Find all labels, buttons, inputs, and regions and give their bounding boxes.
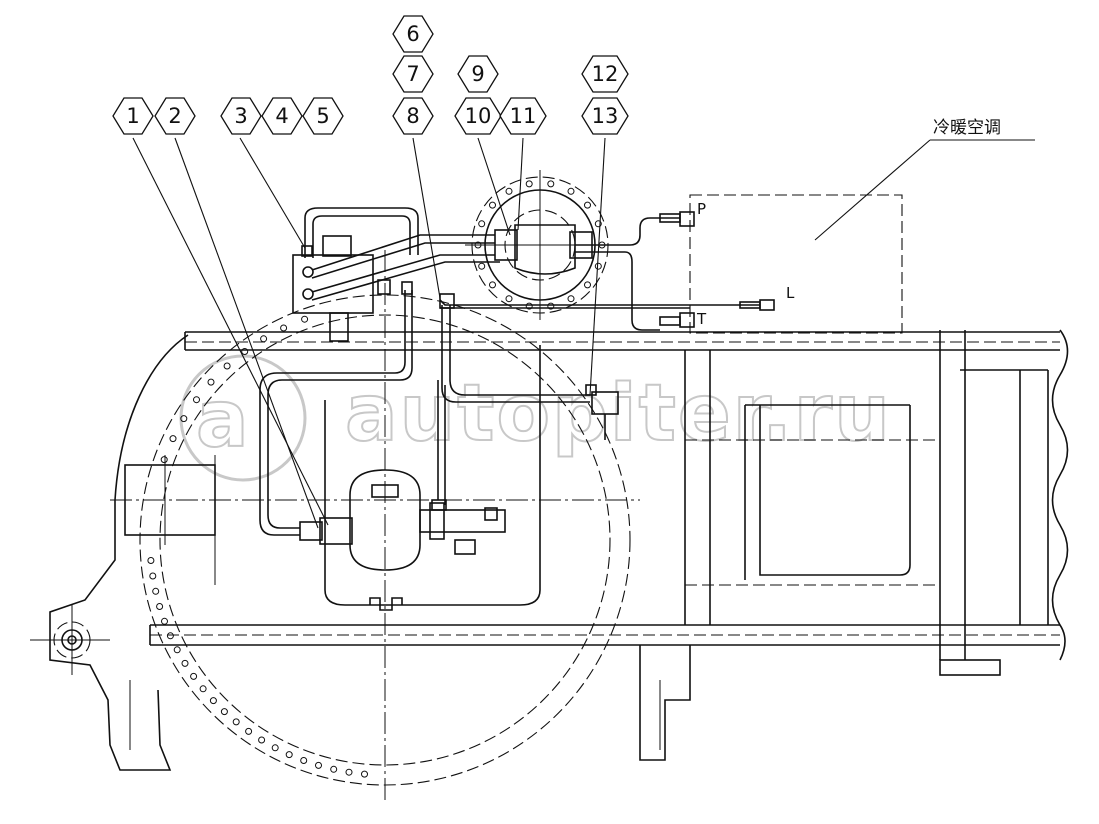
bolt-hole [330, 765, 338, 773]
bolt-hole [149, 572, 157, 580]
bolt-hole [156, 603, 164, 610]
watermark-logo-letter: a [196, 375, 251, 465]
bolt-hole [361, 770, 368, 778]
central-rotary-joint [299, 345, 541, 611]
bolt-hole [220, 708, 228, 716]
balloon-4: 4 [261, 97, 303, 135]
valve-block [292, 207, 419, 342]
bolt-hole [567, 295, 575, 303]
balloon-9: 9 [457, 55, 499, 93]
ac-port-l: L [786, 284, 795, 302]
balloon-2: 2 [154, 97, 196, 135]
bolt-hole [223, 362, 231, 370]
balloon-13: 13 [581, 97, 629, 135]
bolt-hole [547, 302, 555, 310]
bolt-hole [285, 751, 293, 759]
balloon-8: 8 [392, 97, 434, 135]
bolt-hole [245, 727, 253, 735]
balloon-10: 10 [454, 97, 502, 135]
bolt-hole [584, 281, 591, 289]
bolt-hole [271, 744, 279, 752]
bolt-hole [478, 220, 486, 228]
bolt-hole [345, 768, 353, 776]
bolt-hole [209, 697, 217, 705]
watermark: a autopiter.ru [179, 354, 891, 482]
hydraulic-lines [259, 211, 775, 536]
bolt-hole [258, 736, 266, 744]
bolt-hole [241, 348, 249, 355]
balloon-6: 6 [392, 15, 434, 53]
bolt-hole [181, 659, 189, 667]
svg-text:4: 4 [275, 104, 288, 128]
svg-text:8: 8 [406, 104, 419, 128]
bolt-hole [147, 557, 155, 564]
bolt-hole [315, 761, 322, 769]
bolt-hole [505, 295, 513, 303]
svg-text:12: 12 [592, 62, 619, 86]
bolt-hole [160, 456, 168, 464]
svg-text:9: 9 [471, 62, 484, 86]
bolt-hole [525, 180, 533, 188]
slewing-ring [110, 250, 640, 800]
bolt-hole [190, 672, 198, 680]
bolt-hole [207, 378, 215, 386]
chassis-frame [30, 329, 1069, 771]
bolt-hole [166, 632, 174, 640]
bolt-hole [505, 187, 513, 195]
bolt-hole [489, 201, 496, 209]
balloon-1: 1 [112, 97, 154, 135]
bolt-hole [152, 587, 160, 595]
svg-text:3: 3 [234, 104, 247, 128]
balloon-5: 5 [302, 97, 344, 135]
balloon-11: 11 [499, 97, 547, 135]
ac-port-p: P [697, 200, 706, 218]
bolt-hole [584, 201, 591, 209]
svg-text:10: 10 [465, 104, 492, 128]
bolt-hole [594, 262, 602, 270]
bolt-hole [301, 315, 309, 323]
leader-lines [132, 137, 606, 529]
svg-text:7: 7 [406, 62, 419, 86]
bolt-hole [180, 415, 188, 423]
bolt-hole [594, 220, 602, 228]
balloon-12: 12 [581, 55, 629, 93]
bolt-hole [161, 617, 168, 625]
bolt-hole [489, 281, 496, 289]
bolt-hole [525, 302, 533, 310]
ac-unit: P L T 冷暖空调 [689, 118, 1035, 334]
callout-balloons: 1 2 3 4 5 6 7 8 [112, 15, 629, 135]
bolt-hole [547, 180, 555, 188]
svg-text:1: 1 [126, 104, 139, 128]
bolt-hole [478, 262, 486, 270]
svg-text:13: 13 [592, 104, 619, 128]
swing-motor-assembly [465, 170, 610, 320]
bolt-hole [300, 757, 308, 764]
ac-port-t: T [696, 310, 707, 328]
bolt-hole [260, 335, 268, 343]
bolt-hole [173, 646, 181, 654]
bolt-hole [567, 187, 575, 195]
bolt-hole [199, 685, 207, 693]
bolt-hole [232, 718, 240, 726]
balloon-3: 3 [220, 97, 262, 135]
bolt-hole [193, 396, 200, 404]
svg-text:5: 5 [316, 104, 329, 128]
bolt-hole [474, 241, 482, 249]
svg-text:11: 11 [510, 104, 537, 128]
svg-text:6: 6 [406, 22, 419, 46]
bolt-hole [169, 435, 177, 443]
ac-unit-label: 冷暖空调 [933, 118, 1001, 138]
balloon-7: 7 [392, 55, 434, 93]
bolt-holes [147, 180, 606, 778]
svg-text:2: 2 [168, 104, 181, 128]
bolt-hole [280, 324, 288, 332]
